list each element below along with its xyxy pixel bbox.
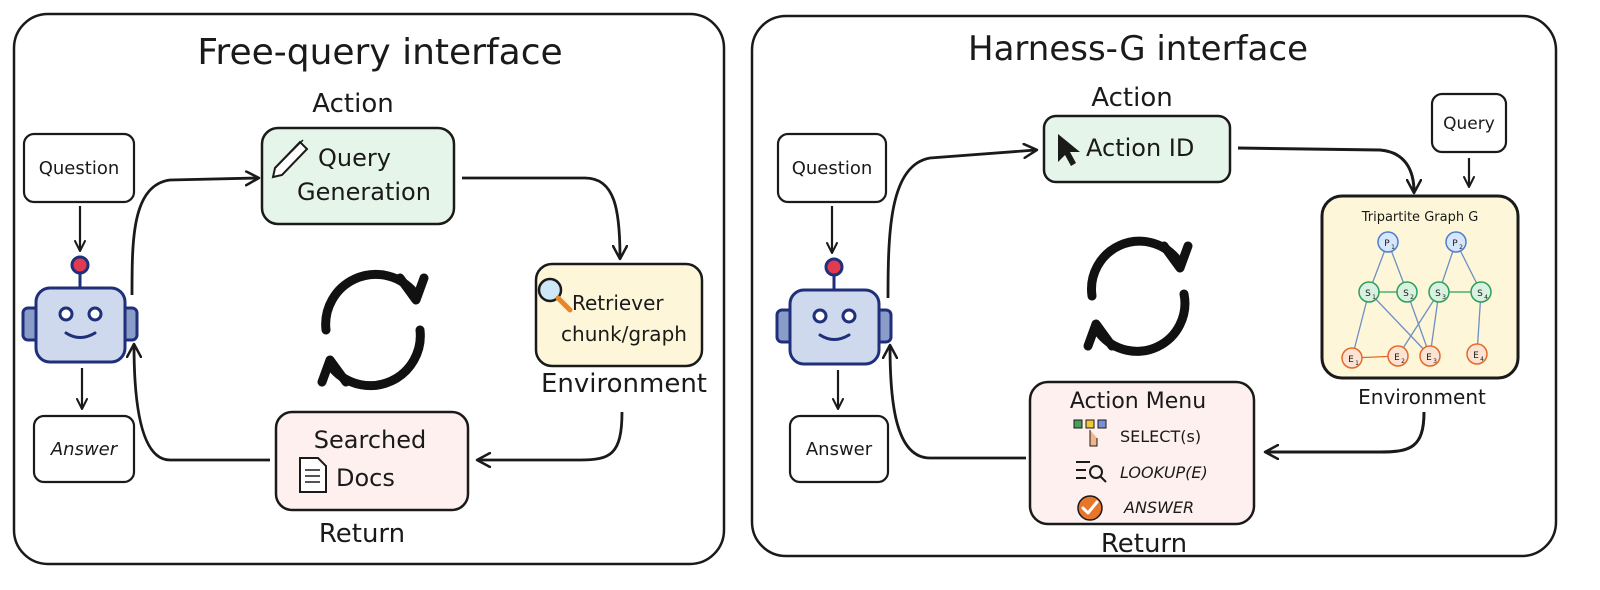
left-question-label: Question — [39, 158, 120, 179]
answer-item-label: ANSWER — [1123, 498, 1194, 517]
lookup-item-label: LOOKUP(E) — [1120, 463, 1208, 482]
svg-text:S: S — [1365, 289, 1371, 299]
svg-text:1: 1 — [1355, 360, 1359, 367]
refresh-cycle-icon — [317, 269, 429, 391]
left-env-line1: Retriever — [572, 291, 664, 315]
right-panel-title: Harness-G interface — [968, 29, 1308, 69]
svg-text:4: 4 — [1480, 356, 1484, 363]
document-icon — [299, 457, 327, 493]
left-action-line2: Generation — [297, 178, 431, 206]
graph-node-S1: S 1 — [1358, 281, 1380, 303]
svg-text:E: E — [1426, 353, 1432, 363]
graph-node-S4: S 4 — [1470, 281, 1492, 303]
svg-text:E: E — [1394, 353, 1400, 363]
right-return-label: Return — [1101, 529, 1187, 559]
lookup-menu-item[interactable]: LOOKUP(E) — [1076, 461, 1208, 483]
graph-node-E3: E 3 — [1419, 345, 1441, 367]
left-env-box[interactable] — [534, 262, 704, 368]
graph-node-E1: E 1 — [1341, 347, 1363, 369]
svg-text:S: S — [1435, 289, 1441, 299]
action-menu-box[interactable] — [1028, 380, 1256, 526]
svg-text:S: S — [1403, 289, 1409, 299]
cursor-icon — [1058, 134, 1080, 166]
left-return-line2: Docs — [336, 464, 395, 492]
refresh-cycle-icon-right — [1083, 236, 1193, 356]
svg-text:P: P — [1452, 239, 1458, 249]
select-menu-item[interactable]: SELECT(s) — [1073, 419, 1201, 447]
graph-title: Tripartite Graph G — [1361, 210, 1479, 225]
left-answer-box[interactable] — [32, 414, 136, 484]
graph-node-S2: S 2 — [1396, 281, 1418, 303]
right-menu-to-robot-arrow — [890, 346, 1026, 460]
select-item-label: SELECT(s) — [1120, 427, 1201, 446]
right-answer-box[interactable] — [788, 414, 890, 484]
right-panel: Harness-G interface Question Answer Acti… — [750, 14, 1558, 559]
graph-node-P1: P 1 — [1377, 231, 1399, 253]
right-action-label: Action — [1091, 83, 1172, 113]
left-return-line1: Searched — [314, 426, 426, 454]
right-action-to-env-arrow — [1237, 146, 1414, 192]
left-return-label: Return — [319, 519, 405, 549]
svg-text:S: S — [1477, 289, 1483, 299]
svg-text:P: P — [1384, 239, 1390, 249]
right-env-label: Environment — [1358, 385, 1486, 409]
svg-text:E: E — [1473, 351, 1479, 361]
svg-text:3: 3 — [1442, 294, 1446, 301]
graph-node-P2: P 2 — [1445, 231, 1467, 253]
right-question-label: Question — [792, 158, 873, 179]
right-robot-icon — [775, 257, 893, 366]
left-answer-label: Answer — [50, 439, 119, 460]
right-env-to-menu-arrow — [1266, 411, 1426, 452]
pencil-hand-icon — [271, 139, 309, 179]
right-action-text: Action ID — [1086, 134, 1194, 162]
svg-text:4: 4 — [1484, 294, 1488, 301]
left-action-box[interactable] — [260, 126, 456, 226]
action-menu-title: Action Menu — [1070, 389, 1206, 414]
svg-text:2: 2 — [1401, 358, 1405, 365]
query-label: Query — [1443, 114, 1495, 134]
svg-text:1: 1 — [1391, 244, 1395, 251]
query-box[interactable] — [1430, 92, 1508, 154]
left-panel-title: Free-query interface — [197, 32, 562, 73]
graph-env-box[interactable] — [1320, 194, 1520, 380]
left-panel-frame — [12, 12, 726, 566]
svg-text:2: 2 — [1410, 294, 1414, 301]
graph-node-E2: E 2 — [1387, 345, 1409, 367]
svg-text:1: 1 — [1372, 294, 1376, 301]
left-panel: Free-query interface Question Answer Act… — [12, 12, 726, 566]
right-question-box[interactable] — [776, 132, 888, 204]
graph-node-S3: S 3 — [1428, 281, 1450, 303]
left-robot-to-action-arrow — [130, 178, 258, 296]
svg-text:2: 2 — [1459, 244, 1463, 251]
magnifier-icon — [537, 277, 573, 313]
left-action-label: Action — [312, 89, 393, 119]
left-env-label: Environment — [541, 369, 707, 399]
left-action-to-env-arrow — [462, 176, 620, 258]
left-env-to-return-arrow — [478, 411, 624, 460]
select-icon — [1073, 419, 1107, 447]
right-answer-label: Answer — [806, 439, 873, 460]
svg-text:E: E — [1348, 355, 1354, 365]
graph-node-E4: E 4 — [1466, 343, 1488, 365]
right-robot-to-action-arrow — [886, 150, 1036, 299]
answer-menu-item[interactable]: ANSWER — [1077, 495, 1194, 521]
left-question-box[interactable] — [22, 132, 136, 204]
list-search-icon — [1076, 461, 1107, 483]
checkmark-icon — [1077, 495, 1103, 521]
right-action-box[interactable] — [1042, 114, 1232, 184]
left-robot-icon — [21, 255, 139, 364]
left-action-line1: Query — [318, 144, 391, 172]
svg-text:3: 3 — [1433, 358, 1437, 365]
left-return-to-robot-arrow — [134, 345, 270, 462]
left-env-line2: chunk/graph — [561, 322, 687, 346]
